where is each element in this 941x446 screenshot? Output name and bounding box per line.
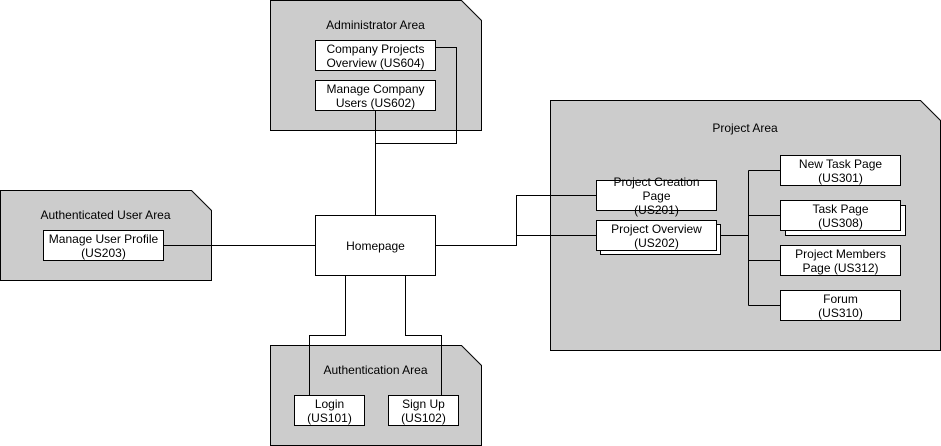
node-label: (US202) — [634, 235, 679, 250]
node-label: Sign Up — [402, 396, 445, 411]
node-label: Manage User Profile — [48, 231, 159, 246]
node-label: Project Overview — [611, 221, 702, 236]
node-label: Page (US312) — [802, 260, 879, 275]
connector-homepage-project-creation — [435, 195, 596, 246]
node-label: (US203) — [81, 245, 126, 260]
authentication-area-title: Authentication Area — [323, 363, 428, 377]
sign-up-node[interactable]: Sign Up (US102) — [388, 395, 459, 426]
node-label: (US101) — [307, 410, 352, 425]
connector-homepage-login — [309, 275, 346, 395]
connector-homepage-company-projects — [375, 47, 457, 144]
new-task-page-node[interactable]: New Task Page (US301) — [780, 155, 901, 186]
node-label: (US310) — [818, 305, 863, 320]
node-label: (US201) — [634, 202, 679, 217]
forum-node[interactable]: Forum (US310) — [780, 290, 901, 321]
node-label: Company Projects — [326, 41, 425, 56]
manage-company-users-node[interactable]: Manage Company Users (US602) — [315, 80, 436, 111]
task-page-node[interactable]: Task Page (US308) — [780, 200, 901, 231]
project-creation-page-node[interactable]: Project Creation Page (US201) — [596, 175, 717, 217]
company-projects-overview-node[interactable]: Company Projects Overview (US604) — [315, 40, 436, 71]
node-label: Overview (US604) — [326, 55, 425, 70]
manage-user-profile-node[interactable]: Manage User Profile (US203) — [43, 230, 164, 261]
node-label: Forum — [823, 291, 858, 306]
authenticated-user-area-title: Authenticated User Area — [40, 208, 171, 222]
node-label: New Task Page — [798, 156, 883, 171]
node-label: Homepage — [346, 238, 405, 253]
administrator-area-title: Administrator Area — [326, 18, 425, 32]
homepage-node[interactable]: Homepage — [315, 215, 436, 276]
node-label: Task Page — [812, 201, 869, 216]
project-overview-node[interactable]: Project Overview (US202) — [596, 220, 717, 251]
connectors — [163, 47, 780, 395]
login-node[interactable]: Login (US101) — [294, 395, 365, 426]
node-label: Project Creation Page — [613, 174, 700, 203]
node-label: (US308) — [818, 215, 863, 230]
project-area-title: Project Area — [712, 121, 778, 135]
node-label: (US301) — [818, 170, 863, 185]
project-members-page-node[interactable]: Project Members Page (US312) — [780, 245, 901, 276]
node-label: Project Members — [795, 246, 886, 261]
connector-homepage-signup — [405, 275, 442, 395]
node-label: Manage Company — [326, 81, 425, 96]
node-label: Login — [314, 396, 345, 411]
node-label: Users (US602) — [335, 95, 416, 110]
node-label: (US102) — [401, 410, 446, 425]
